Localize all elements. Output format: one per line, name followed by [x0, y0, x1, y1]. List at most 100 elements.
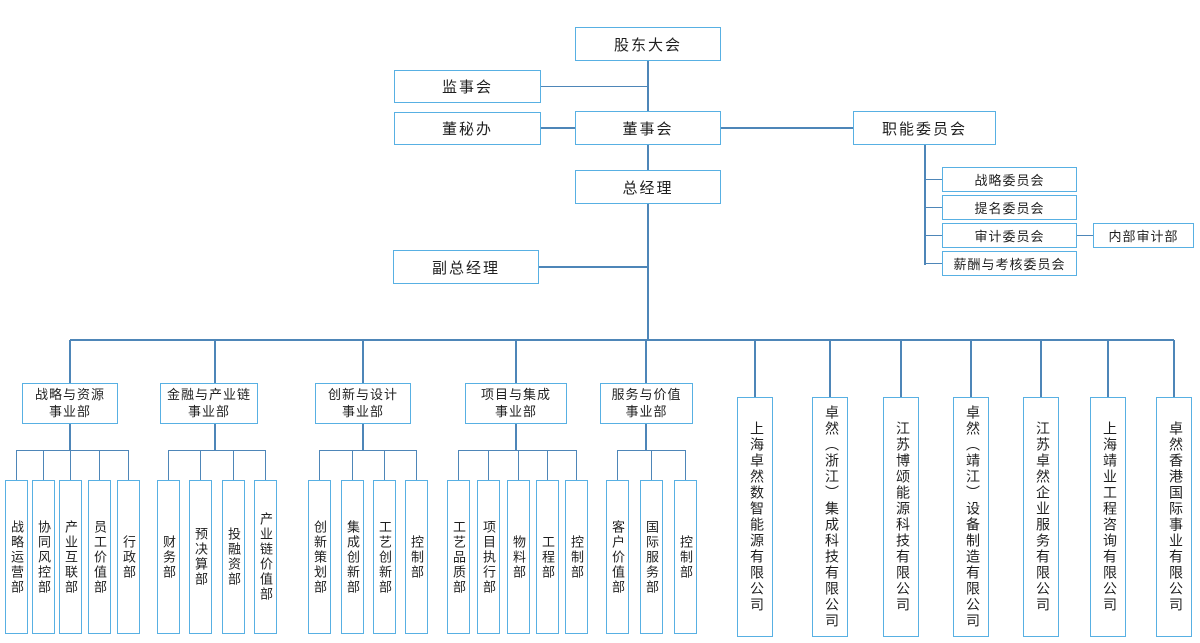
connector-h: [1077, 234, 1093, 237]
box-general-manager: 总经理: [575, 170, 721, 204]
box-department: 投融资部: [222, 480, 245, 634]
box-subsidiary: 上海靖业工程咨询有限公司: [1090, 397, 1126, 637]
connector-v: [42, 450, 45, 480]
department-label: 国际服务部: [644, 519, 659, 595]
box-department: 项目执行部: [477, 480, 500, 634]
box-compensation-committee: 薪酬与考核委员会: [942, 251, 1077, 276]
box-department: 产业链价值部: [254, 480, 277, 634]
connector-v: [924, 145, 926, 265]
connector-v: [487, 450, 490, 480]
connector-v: [362, 424, 364, 451]
department-label: 控制部: [569, 534, 584, 580]
department-label: 集成创新部: [345, 519, 360, 595]
box-department: 集成创新部: [341, 480, 364, 634]
connector-v: [645, 424, 647, 451]
box-subsidiary: 江苏卓然企业服务有限公司: [1023, 397, 1059, 637]
connector-v: [515, 424, 517, 451]
connector-h: [925, 262, 942, 265]
division-label-line2: 事业部: [48, 403, 91, 419]
connector-h: [458, 449, 577, 452]
subsidiary-label: 上海靖业工程咨询有限公司: [1101, 421, 1116, 613]
connector-v: [645, 340, 647, 383]
box-subsidiary: 卓然（靖江）设备制造有限公司: [953, 397, 989, 637]
connector-v: [214, 340, 216, 383]
connector-v: [199, 450, 202, 480]
subsidiary-label: 卓然（靖江）设备制造有限公司: [964, 405, 979, 629]
connector-v: [362, 340, 364, 383]
box-internal-audit-dept: 内部审计部: [1093, 223, 1194, 248]
box-subsidiary: 江苏博颂能源科技有限公司: [883, 397, 919, 637]
connector-v: [650, 450, 653, 480]
division-label-line2: 事业部: [494, 403, 537, 419]
connector-h: [70, 339, 1174, 341]
department-label: 战略运营部: [9, 519, 24, 595]
box-department: 工艺创新部: [373, 480, 396, 634]
subsidiary-label: 卓然（浙江）集成科技有限公司: [823, 405, 838, 629]
box-department: 员工价值部: [88, 480, 111, 634]
connector-h: [319, 449, 417, 452]
connector-h: [925, 206, 942, 209]
connector-h: [168, 449, 266, 452]
box-division-service-value: 服务与价值 事业部: [600, 383, 693, 424]
box-board-secretary-office: 董秘办: [394, 112, 541, 145]
connector-h: [539, 266, 649, 268]
department-label: 预决算部: [193, 527, 208, 587]
box-shareholders-meeting: 股东大会: [575, 27, 721, 61]
box-department: 战略运营部: [5, 480, 28, 634]
division-label-line1: 战略与资源: [34, 386, 105, 402]
department-label: 员工价值部: [92, 519, 107, 595]
connector-v: [546, 450, 549, 480]
connector-v: [754, 340, 756, 397]
connector-v: [383, 450, 386, 480]
box-supervisory-board: 监事会: [394, 70, 541, 103]
connector-v: [415, 450, 418, 480]
connector-v: [15, 450, 18, 480]
connector-v: [684, 450, 687, 480]
subsidiary-label: 江苏博颂能源科技有限公司: [894, 421, 909, 613]
subsidiary-label: 江苏卓然企业服务有限公司: [1034, 421, 1049, 613]
connector-v: [351, 450, 354, 480]
box-department: 物料部: [507, 480, 530, 634]
division-label-line1: 创新与设计: [327, 386, 398, 402]
department-label: 工艺品质部: [451, 519, 466, 595]
division-label-line1: 服务与价值: [611, 386, 682, 402]
division-label-line2: 事业部: [341, 403, 384, 419]
department-label: 创新策划部: [312, 519, 327, 595]
box-nomination-committee: 提名委员会: [942, 195, 1077, 220]
connector-h: [721, 127, 853, 129]
connector-v: [515, 340, 517, 383]
connector-v: [616, 450, 619, 480]
connector-v: [970, 340, 972, 397]
connector-v: [167, 450, 170, 480]
box-department: 工艺品质部: [447, 480, 470, 634]
connector-v: [214, 424, 216, 451]
box-department: 预决算部: [189, 480, 212, 634]
connector-h: [541, 127, 575, 129]
division-label-line2: 事业部: [187, 403, 230, 419]
department-label: 财务部: [161, 534, 176, 580]
connector-v: [98, 450, 101, 480]
department-label: 项目执行部: [481, 519, 496, 595]
box-subsidiary: 上海卓然数智能源有限公司: [737, 397, 773, 637]
box-division-finance-industry-chain: 金融与产业链 事业部: [160, 383, 258, 424]
box-division-projects-integration: 项目与集成 事业部: [465, 383, 567, 424]
department-label: 物料部: [511, 534, 526, 580]
connector-h: [925, 178, 942, 181]
connector-v: [575, 450, 578, 480]
box-deputy-general-manager: 副总经理: [393, 250, 539, 284]
box-department: 国际服务部: [640, 480, 663, 634]
department-label: 工程部: [540, 534, 555, 580]
department-label: 工艺创新部: [377, 519, 392, 595]
division-label-line2: 事业部: [625, 403, 668, 419]
department-label: 控制部: [678, 534, 693, 580]
box-department: 工程部: [536, 480, 559, 634]
box-functional-committees: 职能委员会: [853, 111, 996, 145]
connector-v: [69, 340, 71, 383]
department-label: 产业互联部: [63, 519, 78, 595]
subsidiary-label: 上海卓然数智能源有限公司: [748, 421, 763, 613]
box-department: 控制部: [405, 480, 428, 634]
connector-v: [318, 450, 321, 480]
box-department: 创新策划部: [308, 480, 331, 634]
box-strategy-committee: 战略委员会: [942, 167, 1077, 192]
